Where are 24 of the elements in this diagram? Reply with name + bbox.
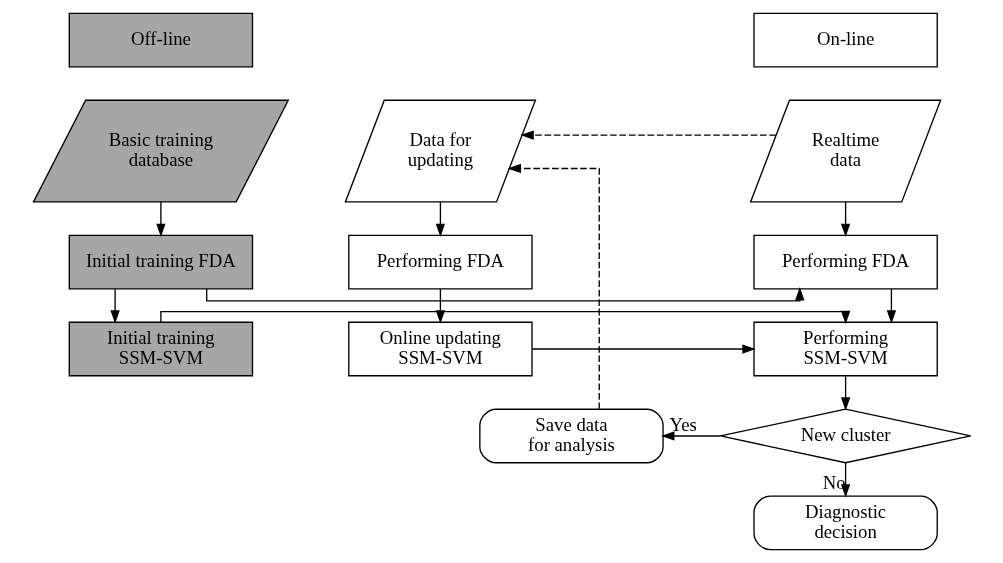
arrow	[159, 310, 850, 325]
node-box: Online updating SSM-SVM	[347, 321, 533, 377]
node-diamond: New cluster	[719, 408, 971, 464]
arrow	[519, 130, 777, 140]
arrow	[507, 163, 600, 410]
arrow	[840, 201, 850, 238]
arrow	[435, 201, 445, 238]
node-box: Initial training FDA	[68, 234, 253, 290]
arrow	[155, 201, 166, 238]
arrow	[660, 431, 721, 441]
arrow	[531, 344, 756, 354]
node-box: Diagnostic decision	[752, 495, 938, 551]
edge-label: Yes	[669, 413, 697, 435]
node-box: On-line	[752, 12, 938, 68]
arrow	[109, 288, 120, 324]
node-box: Performing FDA	[752, 234, 938, 290]
node-box: Performing SSM-SVM	[752, 321, 938, 377]
node-box: Performing FDA	[347, 234, 533, 290]
node-box: Initial training SSM-SVM	[68, 321, 253, 377]
arrow	[886, 288, 896, 324]
node-box: Off-line	[68, 12, 253, 68]
arrow	[840, 375, 850, 411]
arrow	[435, 288, 445, 324]
node-box: Save data for analysis	[478, 408, 664, 464]
